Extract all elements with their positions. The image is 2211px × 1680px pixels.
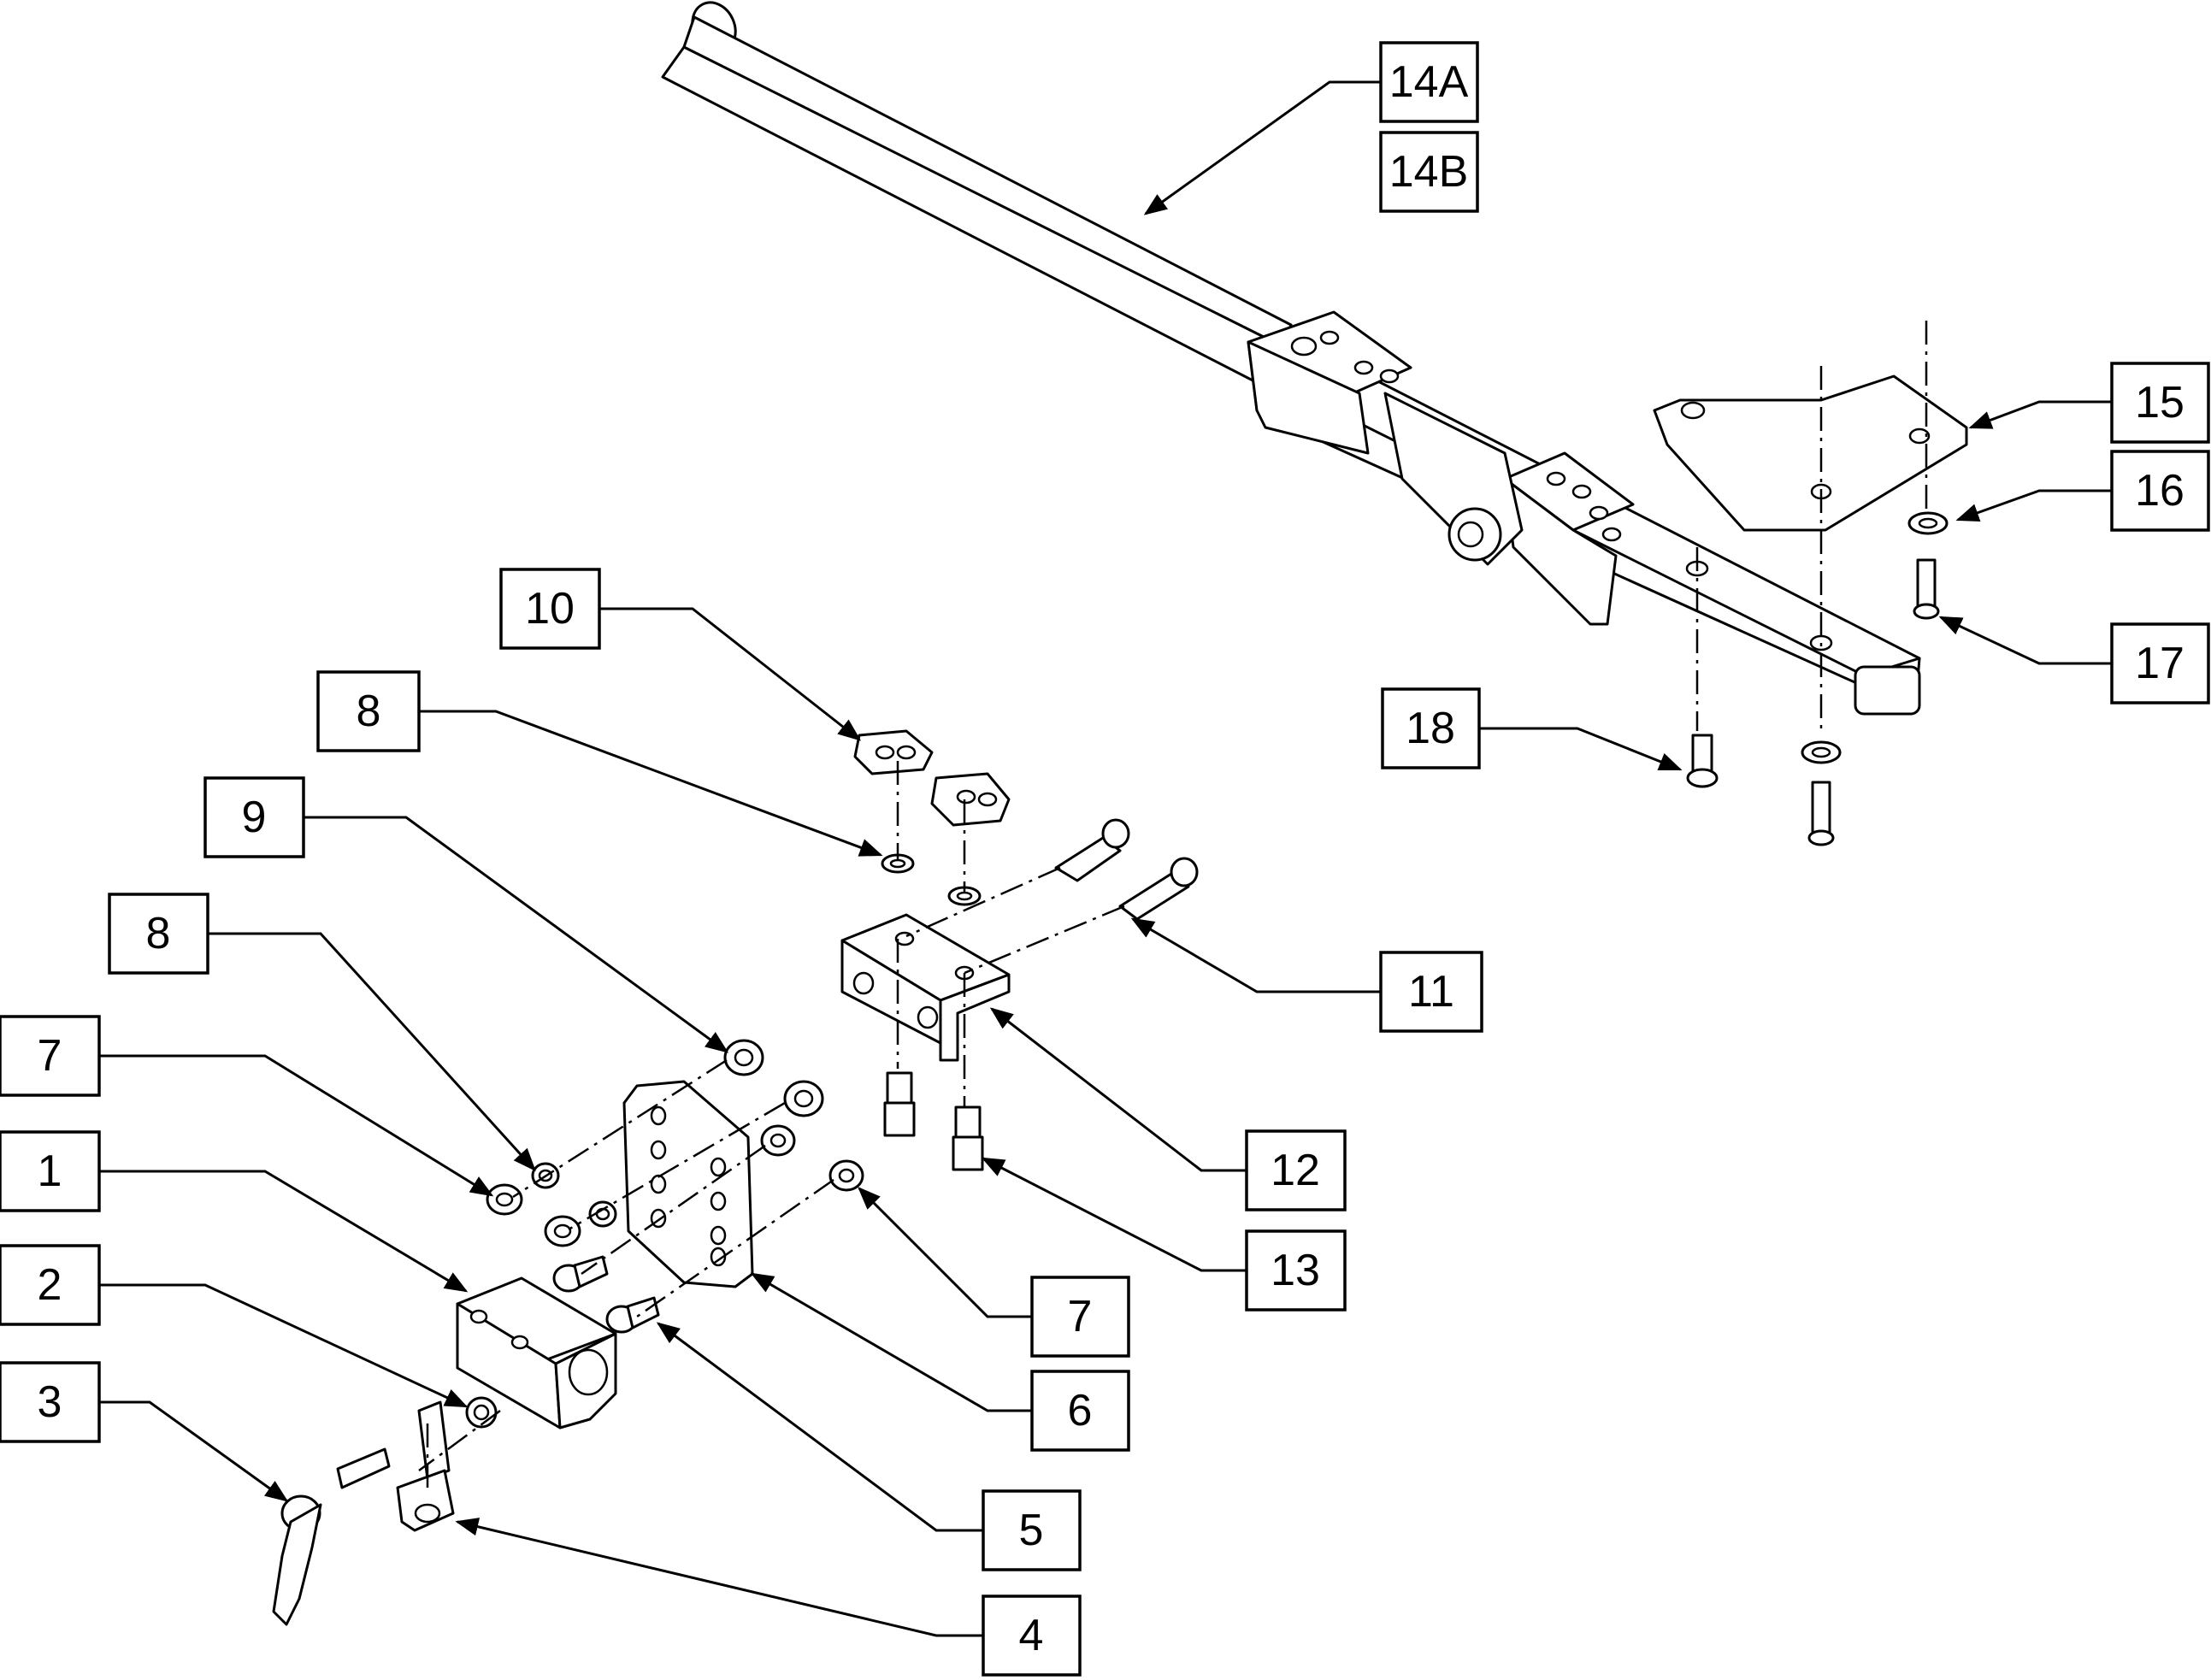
clip-part-4 xyxy=(396,1400,455,1532)
washer-part-16 xyxy=(1907,511,1949,535)
callout-9: 9 xyxy=(203,776,305,858)
washers-part-8-upper xyxy=(881,853,982,906)
nuts-and-washers-left xyxy=(486,1124,864,1247)
svg-text:18: 18 xyxy=(1406,704,1455,753)
callout-16: 16 xyxy=(2110,450,2210,532)
callout-7-left: 7 xyxy=(0,1015,101,1097)
svg-text:9: 9 xyxy=(242,793,267,842)
callout-7-right: 7 xyxy=(1030,1276,1130,1358)
svg-text:14B: 14B xyxy=(1389,147,1469,197)
svg-text:7: 7 xyxy=(38,1031,62,1081)
callout-10: 10 xyxy=(499,568,601,650)
bracket-part-12 xyxy=(840,913,1011,1062)
washer-lower-right xyxy=(1801,740,1842,764)
svg-text:7: 7 xyxy=(1068,1292,1093,1341)
screws-part-5 xyxy=(552,1255,660,1334)
callout-6: 6 xyxy=(1030,1370,1130,1452)
clamp-block-upper-left xyxy=(1247,310,1412,455)
svg-text:14A: 14A xyxy=(1389,57,1469,107)
callout-15: 15 xyxy=(2110,362,2210,444)
mounting-plate-part-6 xyxy=(622,1080,754,1288)
screws-part-13 xyxy=(883,1071,984,1171)
lower-center-lines xyxy=(418,761,1125,1488)
svg-text:13: 13 xyxy=(1271,1246,1320,1295)
svg-text:6: 6 xyxy=(1068,1386,1093,1435)
plate-part-15 xyxy=(1653,374,1968,532)
callout-12: 12 xyxy=(1245,1129,1347,1211)
callout-14a: 14A xyxy=(1379,41,1479,123)
callout-14b: 14B xyxy=(1379,131,1479,213)
svg-text:8: 8 xyxy=(357,687,381,736)
callout-18: 18 xyxy=(1381,687,1481,769)
upper-center-lines xyxy=(1695,321,1928,731)
svg-text:4: 4 xyxy=(1019,1611,1044,1660)
svg-text:17: 17 xyxy=(2135,639,2184,688)
svg-text:2: 2 xyxy=(38,1260,62,1310)
callout-4: 4 xyxy=(982,1595,1082,1677)
screw-part-18 xyxy=(1686,734,1719,788)
svg-text:5: 5 xyxy=(1019,1506,1044,1555)
pivot-knob xyxy=(1383,392,1524,566)
screw-part-17 xyxy=(1913,558,1940,620)
callout-8-upper: 8 xyxy=(316,670,421,752)
callout-13: 13 xyxy=(1245,1229,1347,1312)
spacers-part-9 xyxy=(723,1039,824,1117)
callout-17: 17 xyxy=(2110,622,2210,704)
leader-lines xyxy=(48,80,2112,1637)
callout-8-lower: 8 xyxy=(108,893,209,975)
callout-2: 2 xyxy=(0,1244,101,1326)
svg-text:1: 1 xyxy=(38,1147,62,1196)
lever-handle-part-3 xyxy=(272,1447,391,1626)
svg-text:3: 3 xyxy=(38,1377,62,1427)
tube-part-14 xyxy=(661,1,1293,386)
clamp-part-1 xyxy=(456,1276,617,1429)
screw-lower-right xyxy=(1807,781,1835,846)
cap-screws-part-11 xyxy=(1054,818,1199,921)
svg-text:11: 11 xyxy=(1408,967,1454,1017)
callout-5: 5 xyxy=(982,1489,1082,1571)
callout-1: 1 xyxy=(0,1130,101,1212)
clamp-block-upper-right xyxy=(1503,451,1635,626)
svg-text:15: 15 xyxy=(2135,378,2184,427)
nut-plate-part-10 xyxy=(853,729,1011,827)
callout-11: 11 xyxy=(1379,951,1483,1033)
callout-3: 3 xyxy=(0,1361,101,1443)
svg-text:8: 8 xyxy=(146,909,171,958)
washer-part-2 xyxy=(465,1396,498,1429)
svg-text:16: 16 xyxy=(2135,466,2184,516)
svg-text:12: 12 xyxy=(1271,1146,1320,1195)
svg-text:10: 10 xyxy=(525,584,575,634)
